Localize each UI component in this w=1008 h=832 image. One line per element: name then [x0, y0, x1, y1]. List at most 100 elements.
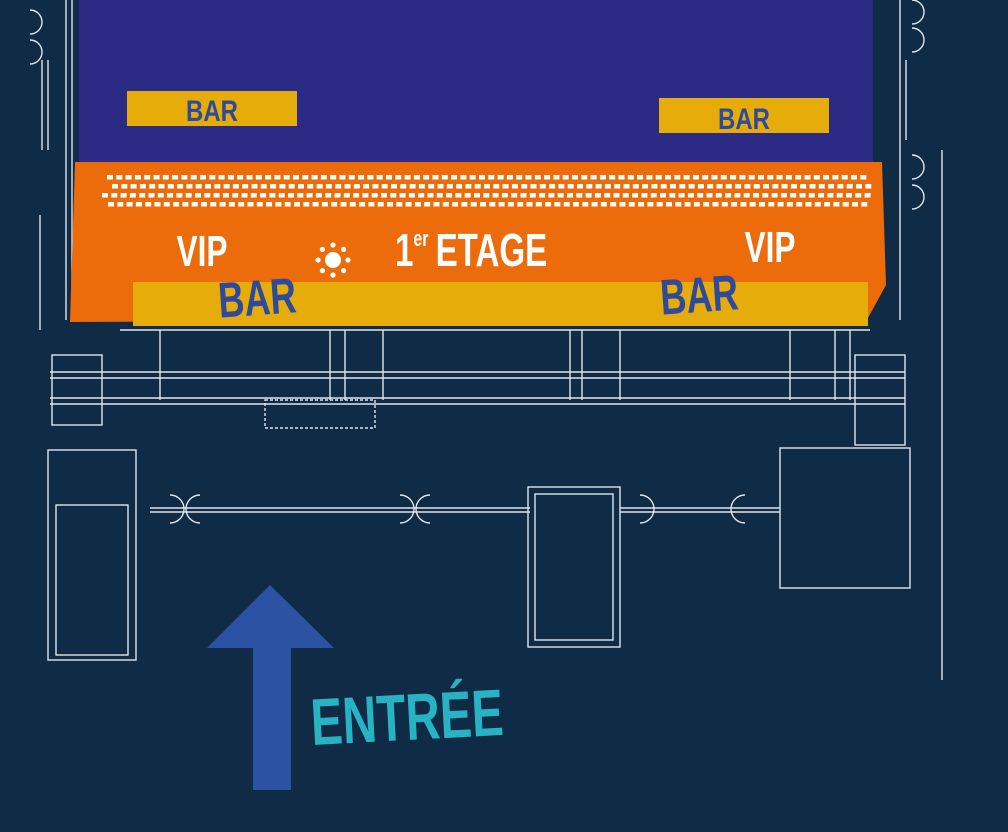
- seat: [833, 202, 840, 207]
- seat: [604, 184, 611, 189]
- seat: [228, 202, 235, 207]
- seat: [246, 175, 253, 180]
- seat: [446, 193, 453, 198]
- seat: [461, 202, 468, 207]
- first-floor-bar-counter: [133, 282, 868, 326]
- seat: [715, 193, 722, 198]
- seat: [637, 175, 644, 180]
- seat: [368, 202, 375, 207]
- seat: [674, 175, 681, 180]
- seat: [501, 193, 508, 198]
- seat: [488, 175, 495, 180]
- seat: [683, 175, 690, 180]
- seat: [404, 175, 411, 180]
- seat: [823, 175, 830, 180]
- seat: [796, 202, 803, 207]
- seat: [655, 175, 662, 180]
- seat: [851, 175, 857, 180]
- seat: [650, 193, 657, 198]
- seat: [702, 175, 709, 180]
- seat: [222, 193, 229, 198]
- seat: [827, 193, 834, 198]
- seat: [111, 193, 118, 198]
- seat: [526, 202, 533, 207]
- seat: [758, 175, 764, 180]
- seat: [390, 193, 397, 198]
- seat: [808, 193, 815, 198]
- seat: [149, 184, 156, 189]
- seat: [627, 175, 634, 180]
- seat: [432, 175, 439, 180]
- seat: [818, 193, 825, 198]
- seat: [600, 202, 607, 207]
- seat: [428, 184, 435, 189]
- seat: [511, 193, 518, 198]
- seat: [186, 184, 193, 189]
- seat: [666, 202, 672, 207]
- seat: [441, 175, 448, 180]
- seat: [856, 184, 862, 189]
- seat: [678, 193, 685, 198]
- seat: [525, 175, 532, 180]
- seat: [112, 184, 118, 189]
- seat: [660, 184, 667, 189]
- seat: [846, 184, 853, 189]
- entrance-label: ENTRÉE: [309, 676, 505, 759]
- seat: [306, 193, 313, 198]
- seat: [577, 184, 583, 189]
- seat: [842, 202, 849, 207]
- seating-rows: [102, 175, 872, 207]
- seat: [638, 202, 645, 207]
- seat: [340, 202, 347, 207]
- seat: [465, 184, 472, 189]
- seat: [604, 193, 611, 198]
- seat: [436, 193, 443, 198]
- seat: [303, 202, 310, 207]
- seat: [210, 202, 217, 207]
- seat: [135, 202, 142, 207]
- seat: [618, 175, 625, 180]
- seat: [120, 193, 127, 198]
- seat: [573, 202, 579, 207]
- seat: [763, 184, 769, 189]
- seat: [530, 184, 537, 189]
- seat: [614, 184, 621, 189]
- seat: [692, 175, 699, 180]
- seat: [349, 202, 356, 207]
- seat: [325, 184, 332, 189]
- seat: [348, 175, 355, 180]
- seat: [381, 193, 387, 198]
- seat: [837, 184, 844, 189]
- seat: [703, 202, 710, 207]
- seat: [284, 202, 291, 207]
- seat: [279, 184, 286, 189]
- seat: [320, 175, 327, 180]
- seat: [809, 184, 816, 189]
- blueprint-floorplan: [29, 0, 943, 680]
- seat: [641, 193, 648, 198]
- seat: [623, 184, 630, 189]
- seat: [679, 184, 686, 189]
- seat: [855, 193, 862, 198]
- seat: [367, 175, 374, 180]
- seat: [363, 184, 370, 189]
- seat: [558, 184, 565, 189]
- seat: [167, 184, 174, 189]
- seat: [539, 193, 546, 198]
- seat: [832, 175, 839, 180]
- seat: [148, 193, 155, 198]
- seat: [102, 193, 108, 198]
- seat: [567, 184, 574, 189]
- seat: [237, 175, 244, 180]
- seat: [771, 193, 778, 198]
- seat: [777, 202, 784, 207]
- seat: [706, 193, 713, 198]
- seat: [800, 184, 807, 189]
- seat: [521, 184, 528, 189]
- upper-bar-right: BAR: [659, 98, 829, 136]
- seat: [418, 184, 425, 189]
- seat: [182, 202, 189, 207]
- seat: [456, 184, 463, 189]
- seat: [776, 175, 783, 180]
